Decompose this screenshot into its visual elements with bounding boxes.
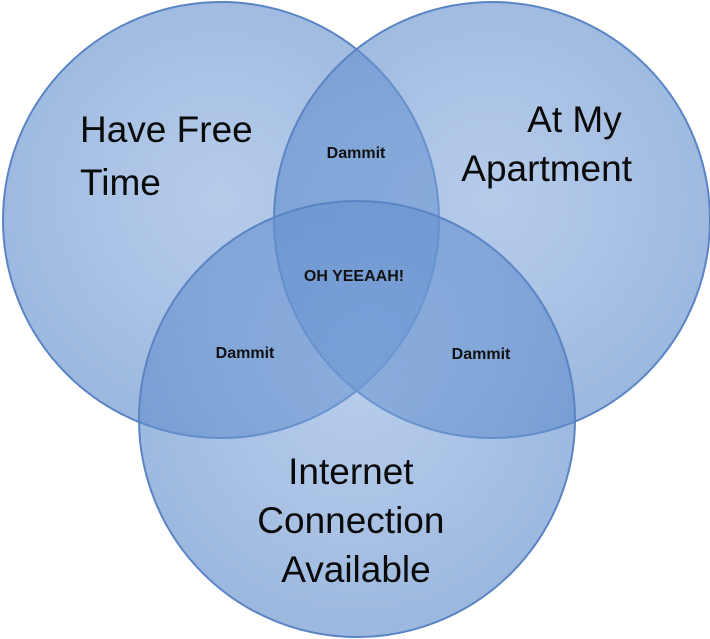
set-label-have-free-time: Have Free Time [80, 109, 263, 203]
set-label-internet-connection: Internet Connection Available [257, 451, 454, 590]
set-label-at-my-apartment: At My Apartment [461, 99, 632, 189]
intersection-label-free-time-apartment: Dammit [327, 145, 386, 162]
circle-internet-connection [138, 200, 576, 638]
intersection-label-apartment-internet: Dammit [452, 346, 511, 363]
intersection-label-all-three: OH YEEAAH! [304, 268, 404, 285]
intersection-label-free-time-internet: Dammit [216, 345, 275, 362]
